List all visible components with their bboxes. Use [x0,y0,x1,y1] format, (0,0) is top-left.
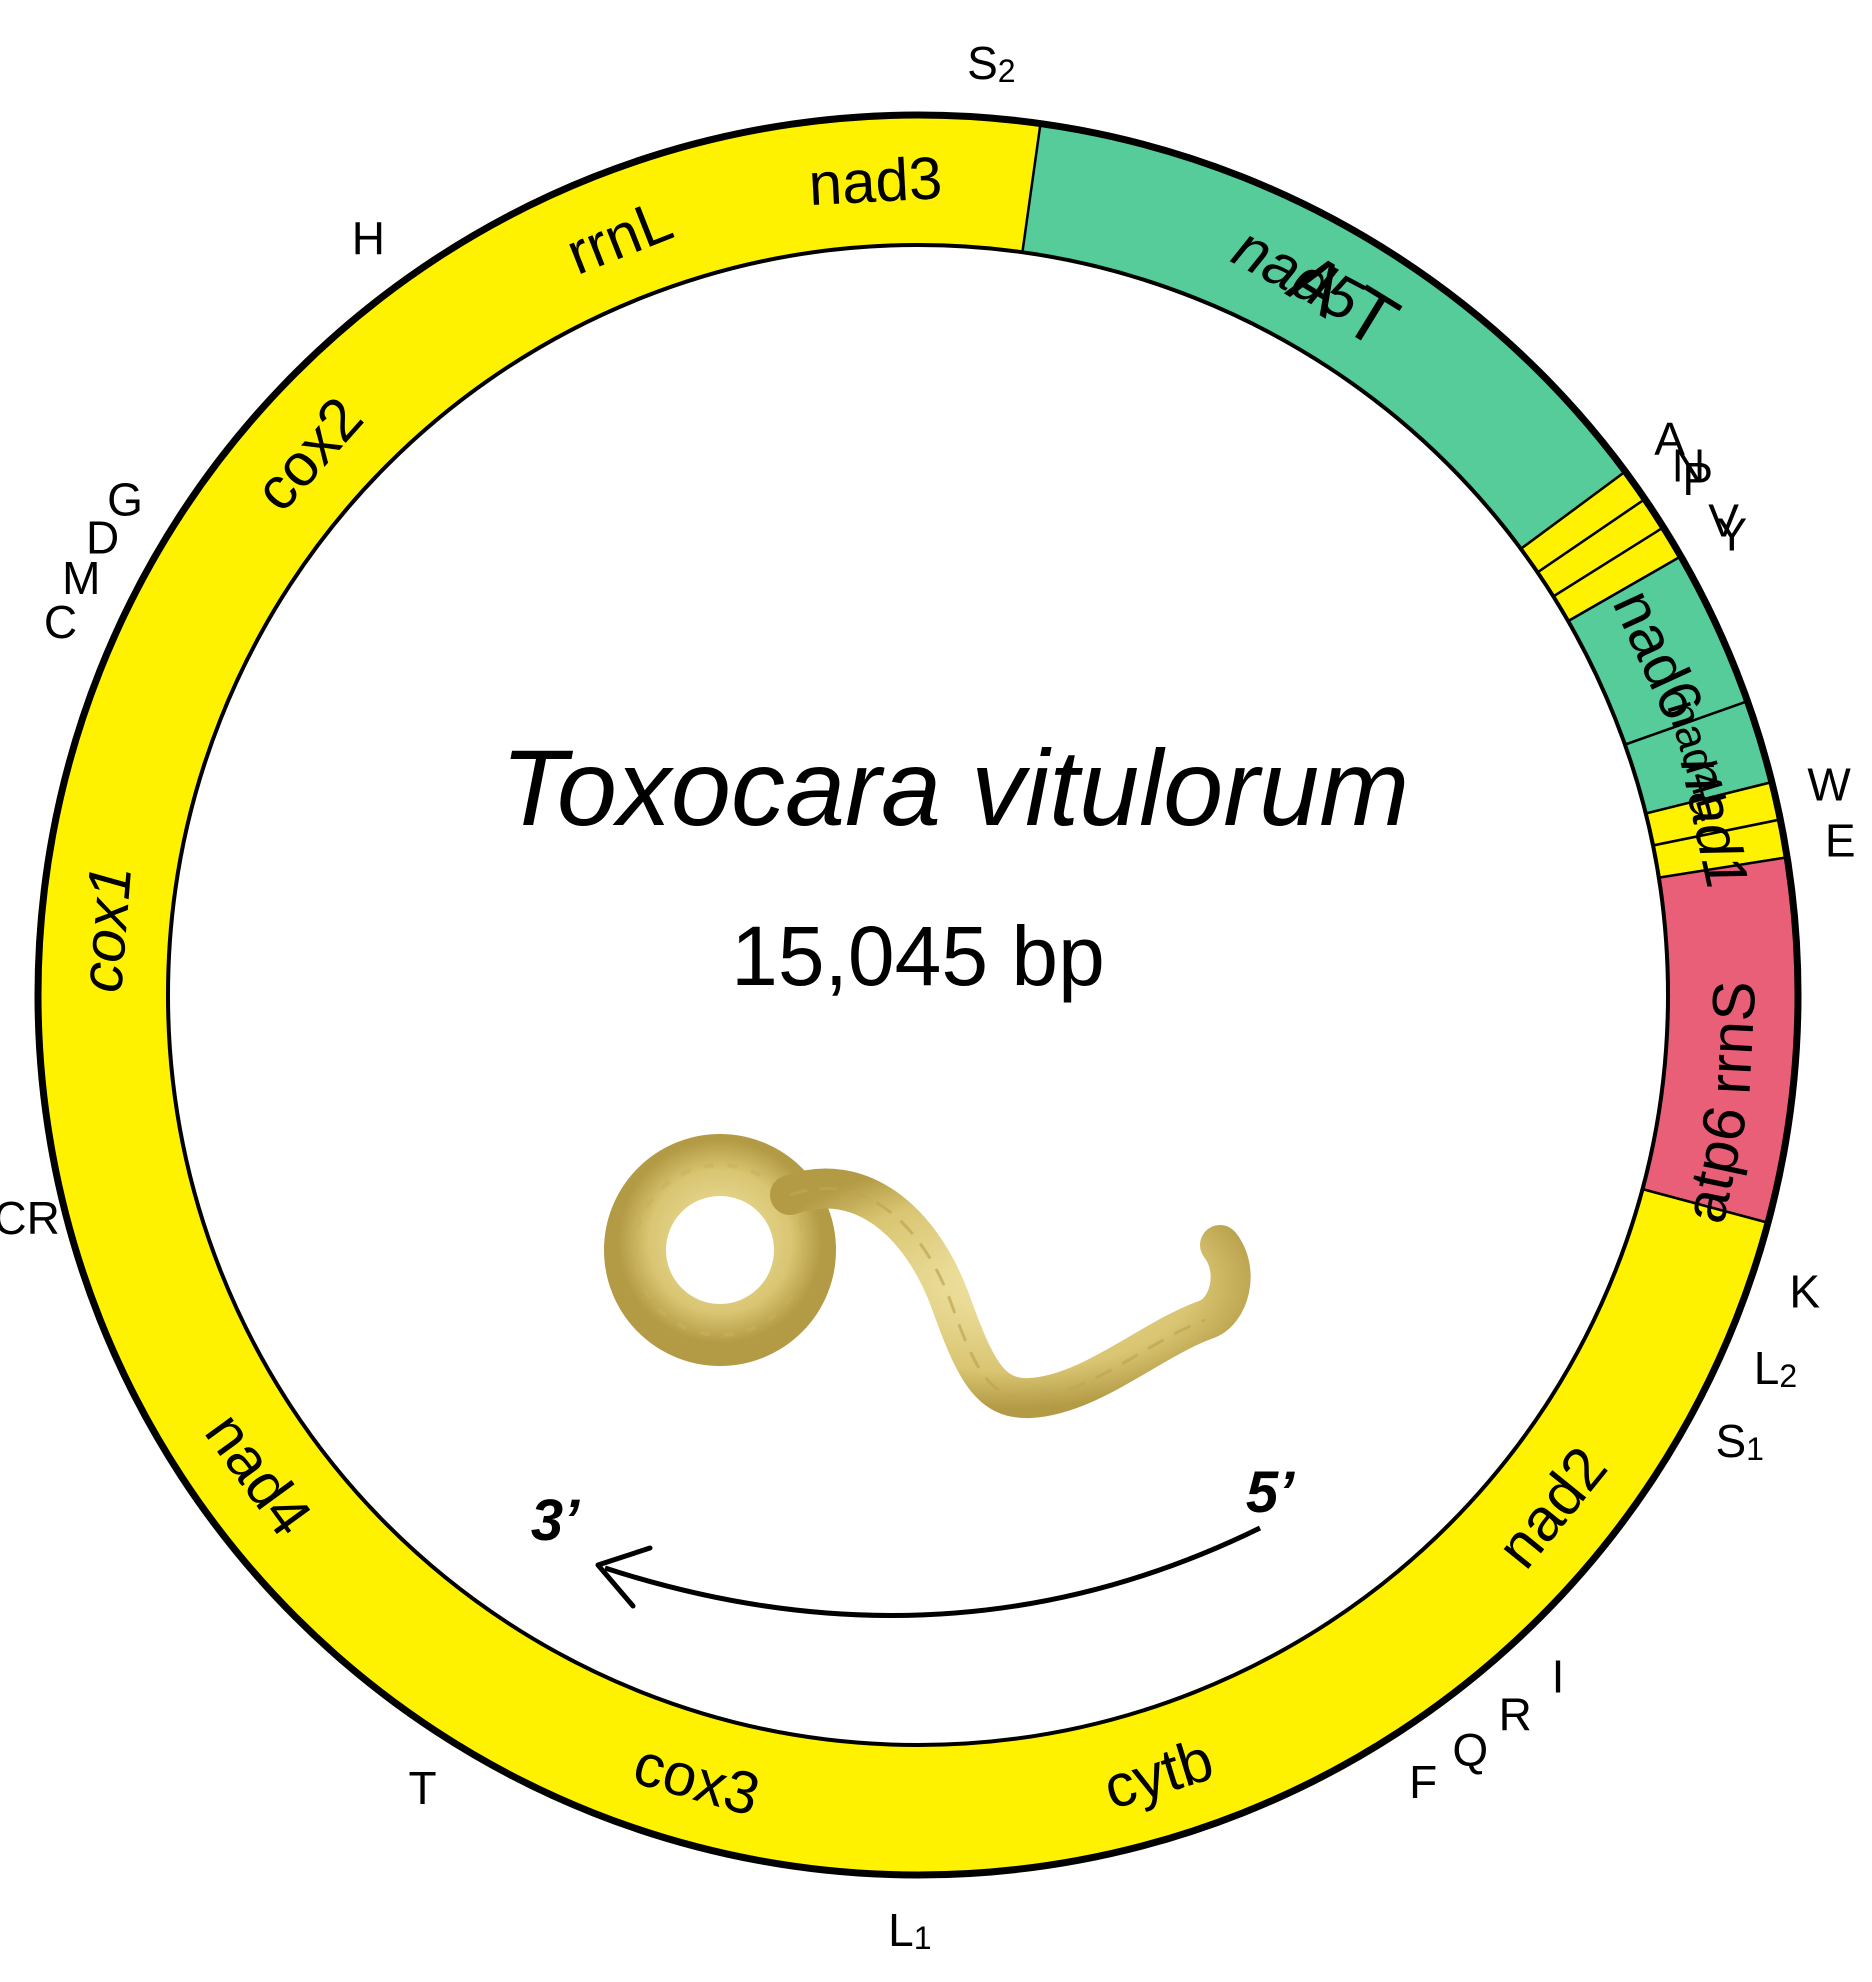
feature-label-k: K [1789,1266,1820,1318]
genome-size: 15,045 bp [731,909,1105,1003]
feature-label-l2: L2 [1754,1342,1797,1394]
feature-label-f: F [1409,1756,1437,1808]
feature-label-ncr: NCR [0,1192,60,1244]
feature-label-v: V [1708,494,1739,546]
worm-illustration [604,1134,1251,1419]
gene-ring [34,111,1802,1879]
feature-label-d: D [86,511,119,563]
segment-nad5 [942,114,1628,551]
feature-label-n: N [1672,439,1705,491]
feature-label-c: C [44,596,77,648]
gene-label-nad3: nad3 [807,144,944,218]
feature-label-p: P [1682,453,1713,505]
strand-direction-arrow: 5’ 3’ [531,1460,1295,1618]
gene-label-cox1: cox1 [67,863,144,995]
feature-label-e: E [1825,815,1856,867]
feature-label-r: R [1499,1688,1532,1740]
feature-label-t: T [408,1762,436,1814]
feature-label-h: H [352,213,385,265]
feature-label-s2: S2 [967,37,1015,89]
feature-label-m: M [62,552,100,604]
feature-label-s1: S1 [1715,1415,1763,1467]
feature-label-i: I [1552,1651,1565,1703]
feature-label-y: Y [1716,509,1747,561]
feature-label-q: Q [1452,1724,1488,1776]
outer-ring-outline [34,111,1802,1879]
feature-label-l1: L1 [888,1904,931,1956]
strand-3prime-label: 3’ [531,1488,580,1553]
feature-label-w: W [1807,759,1851,811]
species-title: Toxocara vitulorum [501,727,1409,848]
feature-label-g: G [107,474,143,526]
gene-label-rrns: rrnS [1695,979,1768,1096]
strand-5prime-label: 5’ [1246,1460,1295,1525]
feature-label-a: A [1654,413,1685,465]
inner-ring-outline [166,243,1670,1747]
